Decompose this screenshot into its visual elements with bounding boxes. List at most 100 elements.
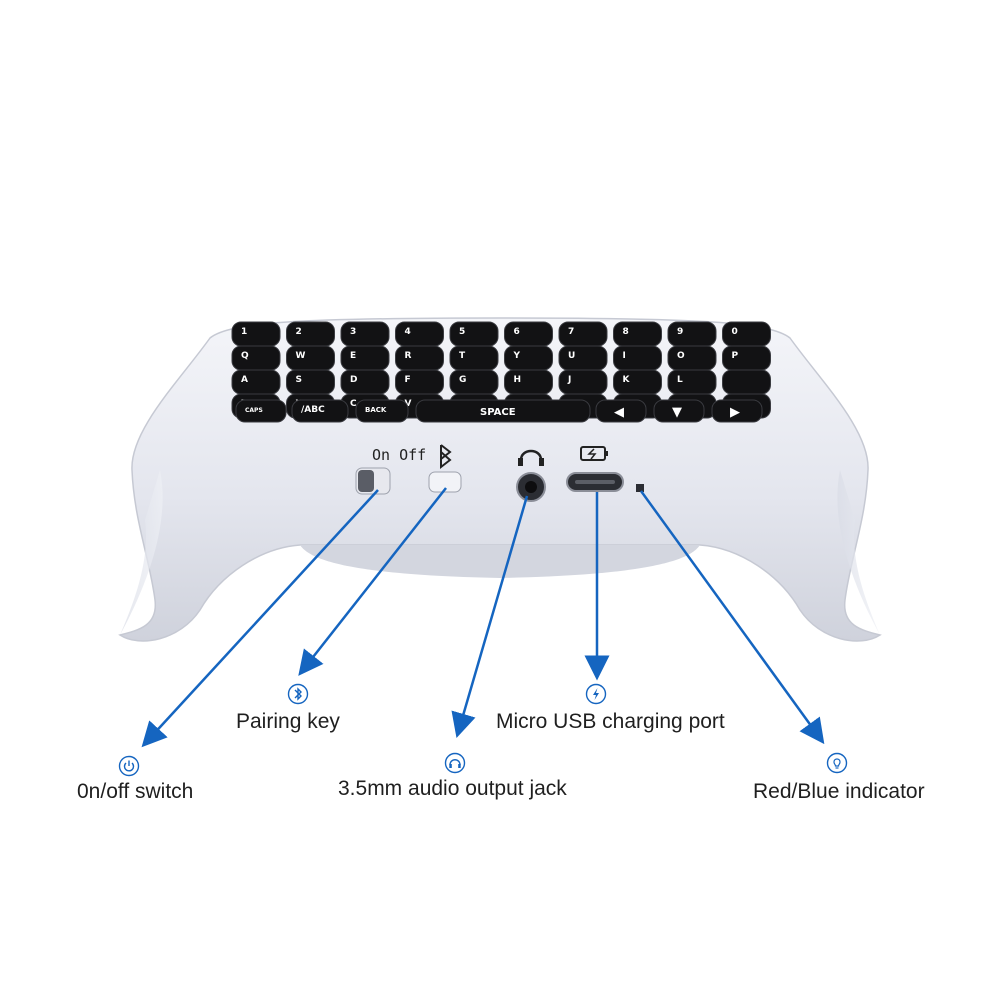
headphone-symbol: [518, 449, 544, 466]
svg-text:3: 3: [350, 327, 356, 337]
label-indicator: Red/Blue indicator: [753, 780, 925, 803]
key-O: O: [667, 345, 717, 371]
onoff-switch: [355, 467, 391, 495]
svg-text:P: P: [732, 351, 739, 361]
svg-text:2: 2: [296, 327, 302, 337]
key-K: K: [613, 369, 662, 395]
key-E: E: [340, 345, 390, 371]
key-0: 0: [722, 321, 771, 347]
lightbulb-icon: [826, 752, 848, 774]
svg-text:4: 4: [405, 327, 411, 337]
svg-text:V: V: [405, 399, 412, 409]
arrow-pairing: [298, 487, 447, 676]
svg-text:W: W: [296, 351, 306, 361]
arrow-audio: [451, 495, 529, 739]
key-7: 7: [558, 321, 608, 347]
lightning-icon: [585, 683, 607, 705]
key-G: G: [449, 369, 499, 395]
label-usb-port: Micro USB charging port: [496, 710, 725, 733]
svg-text:◀: ◀: [614, 405, 624, 420]
keyboard-keys: 1234567890QWERTYUIOPASDFGHJKLZXCVBNMCAPS…: [231, 321, 771, 423]
key-I: I: [613, 345, 662, 371]
svg-text:CAPS: CAPS: [245, 407, 263, 414]
key-L: L: [667, 369, 717, 395]
svg-text:8: 8: [623, 327, 629, 337]
key-5: 5: [449, 321, 499, 347]
key-W: W: [286, 345, 335, 371]
arrow-switch: [141, 489, 379, 748]
key-F: F: [395, 369, 444, 395]
svg-text:E: E: [350, 351, 356, 361]
svg-text:S: S: [296, 375, 302, 385]
key-left: ◀: [595, 399, 647, 423]
power-icon: [118, 755, 140, 777]
indicator-light: [636, 484, 644, 492]
svg-text:R: R: [405, 351, 412, 361]
key-abc: /ABC: [291, 399, 349, 423]
svg-text:7: 7: [568, 327, 574, 337]
svg-text:A: A: [241, 375, 248, 385]
label-onoff-switch: 0n/off switch: [77, 780, 194, 803]
key-Q: Q: [231, 345, 281, 371]
svg-text:D: D: [350, 375, 357, 385]
svg-text:J: J: [567, 375, 571, 385]
svg-text:G: G: [459, 375, 466, 385]
svg-text:▼: ▼: [672, 405, 682, 420]
svg-text:O: O: [677, 351, 685, 361]
key-U: U: [558, 345, 608, 371]
svg-text:Y: Y: [513, 351, 521, 361]
svg-text:6: 6: [514, 327, 520, 337]
svg-text:▶: ▶: [730, 405, 740, 420]
key-S: S: [286, 369, 335, 395]
key-A: A: [231, 369, 281, 395]
svg-text:/ABC: /ABC: [301, 405, 325, 415]
key-Y: Y: [504, 345, 553, 371]
key-back: BACK: [355, 399, 409, 423]
svg-text:C: C: [350, 399, 357, 409]
svg-text:0: 0: [732, 327, 738, 337]
key-caps: CAPS: [235, 399, 287, 423]
svg-text:H: H: [514, 375, 522, 385]
key-down: ▼: [653, 399, 705, 423]
key-2: 2: [286, 321, 335, 347]
svg-text:U: U: [568, 351, 575, 361]
svg-text:1: 1: [241, 327, 247, 337]
key-extra: [722, 369, 771, 395]
switch-label: On Off: [372, 446, 426, 464]
key-8: 8: [613, 321, 662, 347]
svg-text:5: 5: [459, 327, 465, 337]
battery-symbol: [580, 446, 608, 461]
svg-text:F: F: [405, 375, 411, 385]
key-R: R: [395, 345, 444, 371]
svg-text:Q: Q: [241, 351, 249, 361]
key-3: 3: [340, 321, 390, 347]
label-audio-jack: 3.5mm audio output jack: [338, 777, 567, 800]
key-H: H: [504, 369, 553, 395]
svg-text:BACK: BACK: [365, 406, 387, 414]
key-space: SPACE: [415, 399, 591, 423]
key-4: 4: [395, 321, 444, 347]
key-9: 9: [667, 321, 717, 347]
headphones-icon: [444, 752, 466, 774]
callout-arrows: [141, 487, 825, 748]
svg-text:K: K: [623, 375, 631, 385]
svg-text:9: 9: [677, 327, 683, 337]
key-J: J: [558, 369, 608, 395]
bluetooth-icon: [287, 683, 309, 705]
bluetooth-symbol: [440, 444, 452, 470]
key-right: ▶: [711, 399, 763, 423]
key-P: P: [722, 345, 771, 371]
svg-text:T: T: [459, 351, 466, 361]
key-1: 1: [231, 321, 281, 347]
svg-text:SPACE: SPACE: [480, 407, 516, 418]
key-6: 6: [504, 321, 553, 347]
svg-text:L: L: [677, 375, 683, 385]
arrow-indicator: [639, 490, 825, 745]
svg-text:I: I: [623, 351, 626, 361]
key-D: D: [340, 369, 390, 395]
label-pairing-key: Pairing key: [236, 710, 340, 733]
key-T: T: [449, 345, 499, 371]
pairing-button: [428, 471, 462, 493]
